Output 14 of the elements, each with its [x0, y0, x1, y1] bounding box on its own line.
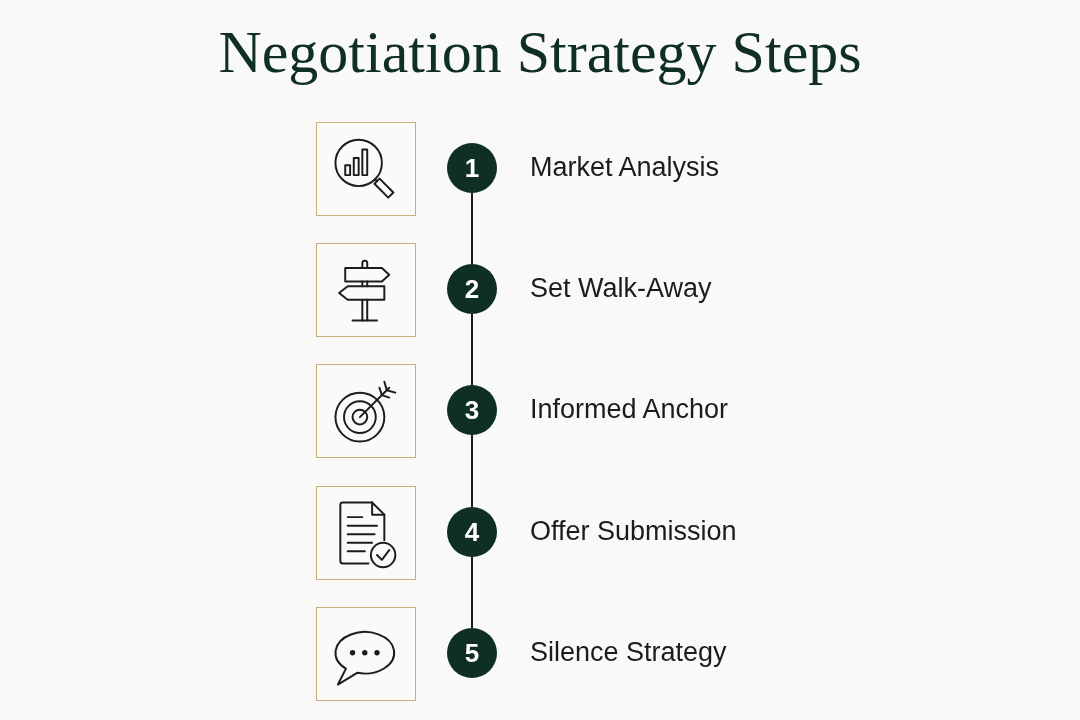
icon-tile	[316, 486, 416, 580]
connector-line	[471, 556, 473, 629]
connector-line	[471, 313, 473, 386]
step-label: Set Walk-Away	[530, 272, 712, 306]
step-label: Informed Anchor	[530, 393, 729, 427]
icon-tile	[316, 607, 416, 701]
step-label: Market Analysis	[530, 151, 720, 185]
connector-line	[471, 192, 473, 265]
icon-tile	[316, 122, 416, 216]
step-label: Silence Strategy	[530, 636, 727, 670]
connector-line	[471, 434, 473, 508]
icon-tile	[316, 364, 416, 458]
step-label: Offer Submission	[530, 515, 737, 549]
icon-tile	[316, 243, 416, 337]
